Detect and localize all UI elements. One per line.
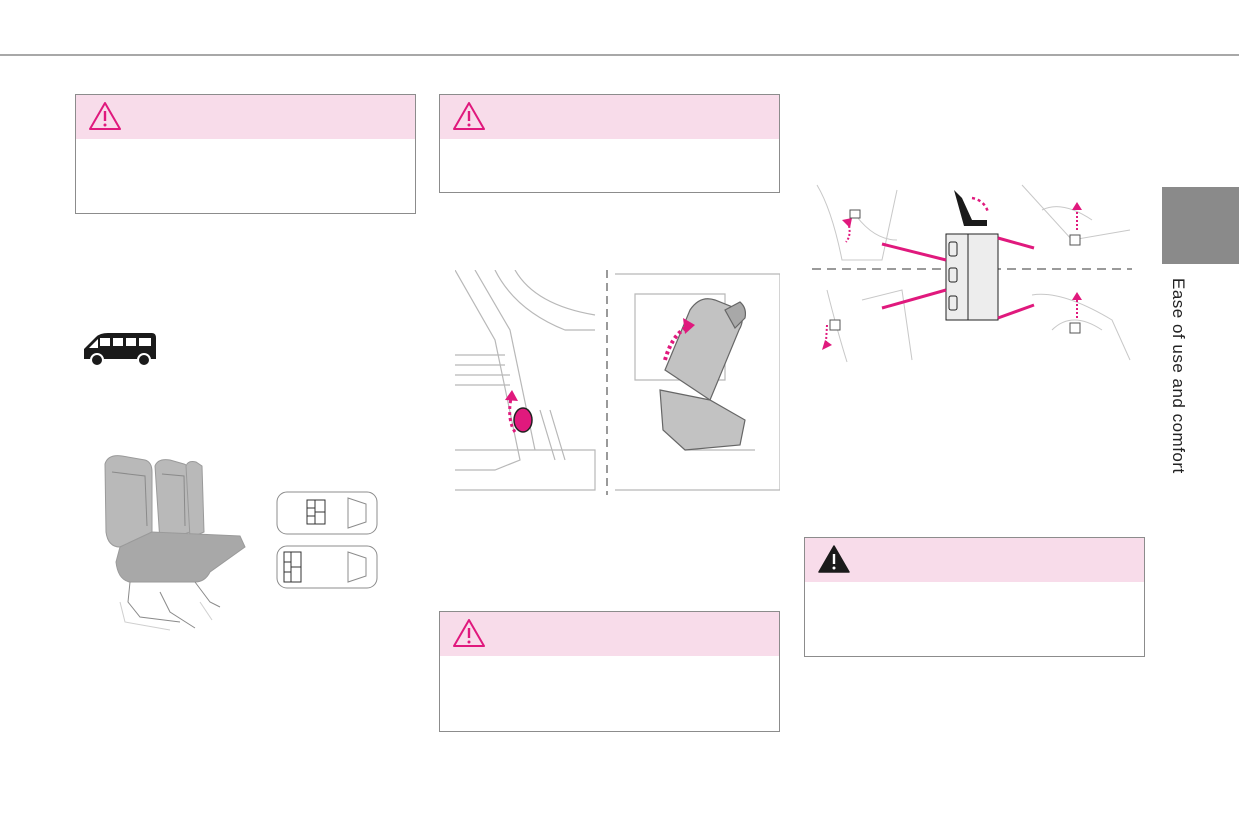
seat-fold-illustration: [455, 270, 780, 495]
warning-box-1: [75, 94, 416, 214]
warning-header: [440, 95, 779, 139]
seat-layout-plan-bottom: [276, 545, 378, 589]
warning-header: [805, 538, 1144, 582]
seat-latch-diagram: [812, 184, 1132, 363]
section-tab: [1162, 187, 1239, 264]
warning-triangle-outline-icon: [453, 102, 485, 130]
warning-header: [76, 95, 415, 139]
section-label: Ease of use and comfort: [1169, 278, 1188, 474]
warning-triangle-outline-icon: [453, 619, 485, 647]
warning-box-2: [439, 94, 780, 193]
bench-seat-illustration: [104, 455, 246, 631]
warning-triangle-outline-icon: [89, 102, 121, 130]
warning-box-4: [804, 537, 1145, 657]
warning-header: [440, 612, 779, 656]
warning-triangle-filled-icon: [818, 545, 850, 573]
van-icon: [84, 333, 156, 367]
warning-box-3: [439, 611, 780, 732]
seat-layout-plan-top: [276, 491, 378, 535]
top-rule: [0, 54, 1239, 56]
